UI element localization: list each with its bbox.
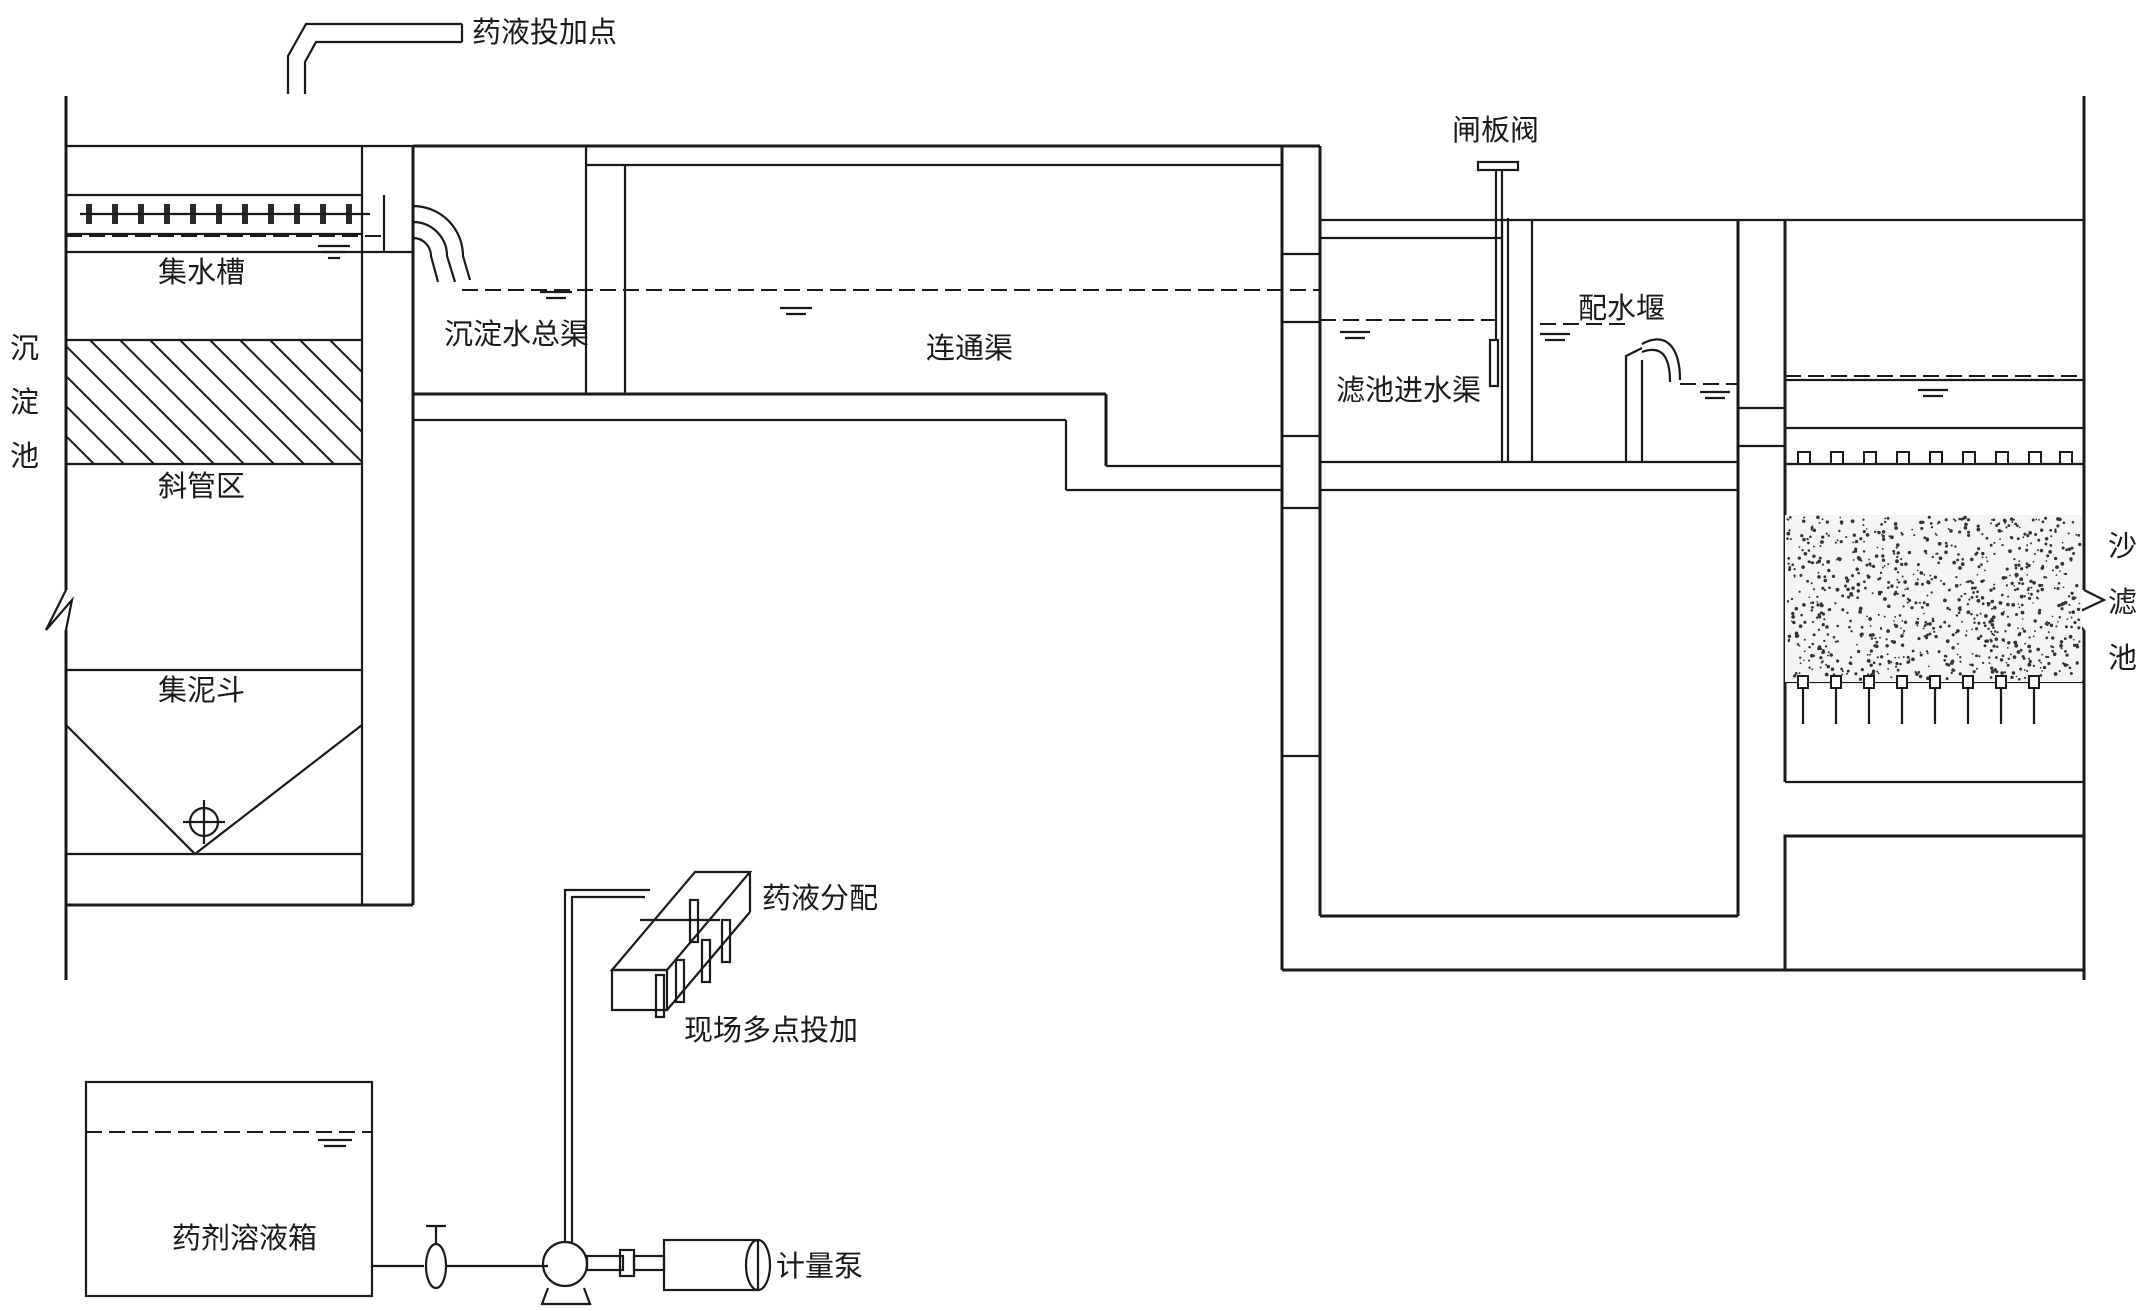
sludge-hopper-label: 集泥斗	[158, 673, 245, 707]
pipeline-valve	[372, 1224, 548, 1290]
settled-channel-label: 沉淀水总渠	[444, 317, 589, 351]
sand-media-layer	[1785, 515, 2082, 682]
gate-valve-label: 闸板阀	[1452, 113, 1539, 147]
gate-valve	[1476, 160, 1520, 462]
dose-dist-label: 药液分配	[762, 881, 878, 915]
water-level-symbol	[780, 306, 812, 316]
metering-pump-label: 计量泵	[776, 1249, 863, 1283]
solution-tank-label: 药剂溶液箱	[172, 1221, 317, 1255]
overflow-elbow	[412, 204, 472, 283]
backwash-nozzle-row	[1797, 451, 2073, 465]
inclined-tube-label: 斜管区	[158, 469, 245, 503]
settled-water-channel	[412, 144, 1320, 492]
sedimentation-tank	[45, 96, 415, 980]
water-level-symbol	[1340, 330, 1370, 340]
sed-tank-label-2: 淀	[10, 385, 39, 419]
sand-filter-label-3: 池	[2108, 641, 2137, 675]
dosing-point-pipe	[286, 22, 464, 94]
dosing-riser-pipe	[563, 888, 650, 1242]
solution-tank	[84, 1080, 374, 1298]
collection-trough-orifices	[80, 204, 370, 224]
collection-trough-label: 集水槽	[158, 255, 245, 289]
sed-tank-label-1: 沉	[10, 331, 39, 365]
distribution-weir	[1530, 218, 1738, 462]
metering-pump	[540, 1238, 772, 1306]
water-level-symbol	[540, 290, 572, 300]
filter-inlet-label: 滤池进水渠	[1336, 373, 1481, 407]
sed-tank-label-3: 池	[10, 439, 39, 473]
sludge-hopper	[65, 724, 363, 856]
filter-inlet-channel	[1280, 146, 2084, 972]
sand-filter	[1738, 96, 2107, 980]
dosing-point-label: 药液投加点	[472, 15, 617, 49]
sand-filter-label-2: 滤	[2108, 585, 2137, 619]
sand-filter-label-1: 沙	[2108, 529, 2137, 563]
connecting-channel-label: 连通渠	[926, 331, 1013, 365]
dose-distribution-box	[609, 870, 753, 1019]
inclined-tube-hatching	[66, 340, 362, 464]
water-level-symbol	[318, 244, 350, 260]
underdrain-nozzles	[1797, 675, 2040, 724]
multi-point-label: 现场多点投加	[684, 1013, 858, 1047]
dist-weir-label: 配水堰	[1578, 291, 1665, 325]
water-level-symbol	[1918, 388, 1948, 398]
labels: 药液投加点 集水槽 沉 淀 池 斜管区 集泥斗 沉淀水总渠 连通渠 闸板阀 配水…	[10, 15, 2137, 1283]
